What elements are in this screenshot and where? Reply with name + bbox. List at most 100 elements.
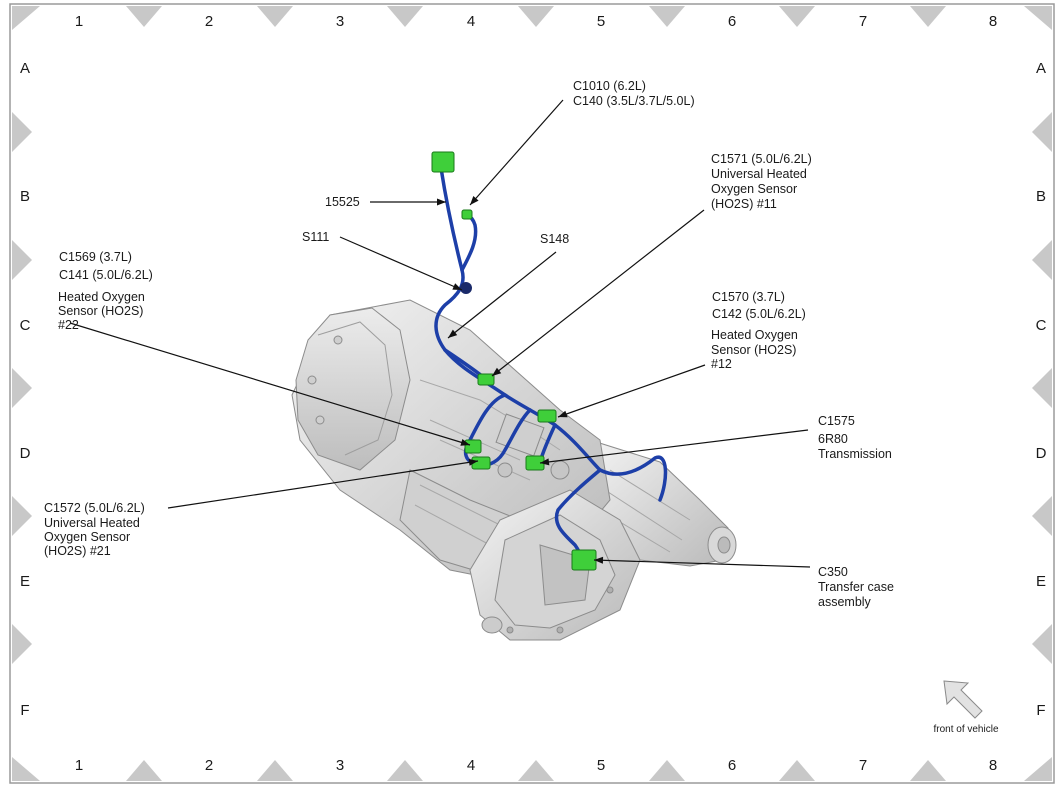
- row-label: D: [20, 445, 31, 462]
- grid-marker: [12, 112, 32, 152]
- row-label: C: [1036, 317, 1047, 334]
- grid-marker: [1024, 757, 1052, 781]
- callout-c1569-line1: C1569 (3.7L): [59, 250, 132, 264]
- callout-c1570-line2: C142 (5.0L/6.2L): [712, 307, 806, 321]
- leader-arrowhead: [470, 195, 479, 205]
- leader-arrowhead: [448, 329, 458, 338]
- grid-marker: [257, 6, 293, 27]
- column-label: 5: [597, 757, 605, 774]
- grid-marker: [1032, 112, 1052, 152]
- grid-marker: [12, 496, 32, 536]
- leader-arrowhead: [452, 283, 462, 290]
- front-output: [481, 616, 503, 634]
- grid-marker: [12, 757, 40, 781]
- callout-c350-line1: C350: [818, 565, 848, 579]
- grid-marker: [126, 760, 162, 781]
- grid-marker: [1032, 496, 1052, 536]
- callout-c1572-line1: C1572 (5.0L/6.2L): [44, 501, 145, 515]
- grid-column-labels-top: 1 2 3 4 5 6 7 8: [75, 13, 997, 30]
- row-label: E: [1036, 573, 1046, 590]
- callout-c1010-line1: C1010 (6.2L): [573, 79, 646, 93]
- column-label: 5: [597, 13, 605, 30]
- connector-c1010: [431, 151, 455, 173]
- grid-markers: [12, 6, 1052, 781]
- callout-c1571-line1: C1571 (5.0L/6.2L): [711, 152, 812, 166]
- row-label: A: [1036, 60, 1046, 77]
- leader-arrowhead: [540, 458, 550, 466]
- callout-c1572-line2: Universal Heated: [44, 516, 140, 530]
- callout-c1575-line2: 6R80: [818, 432, 848, 446]
- grid-marker: [518, 760, 554, 781]
- grid-marker: [1032, 368, 1052, 408]
- callout-c1571-line3: Oxygen Sensor: [711, 182, 797, 196]
- column-label: 8: [989, 13, 997, 30]
- grid-marker: [649, 6, 685, 27]
- grid-marker: [257, 760, 293, 781]
- connector-c1569: [464, 439, 482, 454]
- grid-marker: [126, 6, 162, 27]
- callout-c1569-line3: Heated Oxygen: [58, 290, 145, 304]
- column-label: 1: [75, 757, 83, 774]
- grid-marker: [387, 760, 423, 781]
- connector-c1572: [471, 456, 491, 470]
- callout-c350-line3: assembly: [818, 595, 872, 609]
- row-label: E: [20, 573, 30, 590]
- callout-c1575-line3: Transmission: [818, 447, 892, 461]
- callout-c1010-line2: C140 (3.5L/3.7L/5.0L): [573, 94, 695, 108]
- callout-c1569-line5: #22: [58, 318, 79, 332]
- grid-marker: [12, 6, 40, 30]
- row-label: A: [20, 60, 30, 77]
- splice-s111: [460, 282, 472, 294]
- callout-c1575-line1: C1575: [818, 414, 855, 428]
- grid-row-labels-right: A B C D E F: [1036, 60, 1047, 719]
- grid-marker: [518, 6, 554, 27]
- grid-marker: [910, 760, 946, 781]
- callout-c1569-line2: C141 (5.0L/6.2L): [59, 268, 153, 282]
- connectors: [431, 151, 597, 571]
- callout-c1571-line2: Universal Heated: [711, 167, 807, 181]
- grid-marker: [12, 624, 32, 664]
- front-of-vehicle-label: front of vehicle: [933, 724, 998, 735]
- connector-c1571: [477, 373, 495, 386]
- transmission-illustration: [291, 299, 737, 641]
- callout-c1570-line4: Sensor (HO2S): [711, 343, 796, 357]
- front-of-vehicle-indicator: front of vehicle: [933, 680, 999, 735]
- row-label: F: [1036, 702, 1045, 719]
- grid-marker: [1024, 6, 1052, 30]
- column-label: 7: [859, 757, 867, 774]
- column-label: 6: [728, 13, 736, 30]
- leader-arrowhead: [468, 458, 478, 466]
- callout-c1570-line5: #12: [711, 357, 732, 371]
- callout-s111: S111: [302, 230, 329, 244]
- grid-marker: [779, 760, 815, 781]
- column-label: 4: [467, 13, 475, 30]
- row-label: C: [20, 317, 31, 334]
- row-label: B: [1036, 188, 1046, 205]
- column-label: 4: [467, 757, 475, 774]
- grid-marker: [779, 6, 815, 27]
- callout-s148: S148: [540, 232, 569, 246]
- grid-marker: [1032, 624, 1052, 664]
- callout-c1569-line4: Sensor (HO2S): [58, 304, 143, 318]
- callout-c1571-line4: (HO2S) #11: [711, 197, 777, 211]
- grid-marker: [1032, 240, 1052, 280]
- leader-arrowhead: [594, 556, 604, 564]
- column-label: 3: [336, 13, 344, 30]
- column-label: 7: [859, 13, 867, 30]
- callout-c1570-line3: Heated Oxygen: [711, 328, 798, 342]
- callout-c1572-line4: (HO2S) #21: [44, 544, 111, 558]
- grid-marker: [12, 368, 32, 408]
- leader-arrowhead: [492, 367, 502, 376]
- grid-marker: [387, 6, 423, 27]
- row-label: F: [20, 702, 29, 719]
- column-label: 1: [75, 13, 83, 30]
- grid-marker: [910, 6, 946, 27]
- grid-row-labels-left: A B C D E F: [20, 60, 31, 719]
- leader-lines: [69, 99, 811, 568]
- callout-15525: 15525: [325, 195, 360, 209]
- connector-c1570: [537, 409, 557, 423]
- column-label: 2: [205, 13, 213, 30]
- column-label: 2: [205, 757, 213, 774]
- callouts: C1010 (6.2L) C140 (3.5L/3.7L/5.0L) 15525…: [44, 79, 894, 609]
- connector-15525: [461, 209, 473, 220]
